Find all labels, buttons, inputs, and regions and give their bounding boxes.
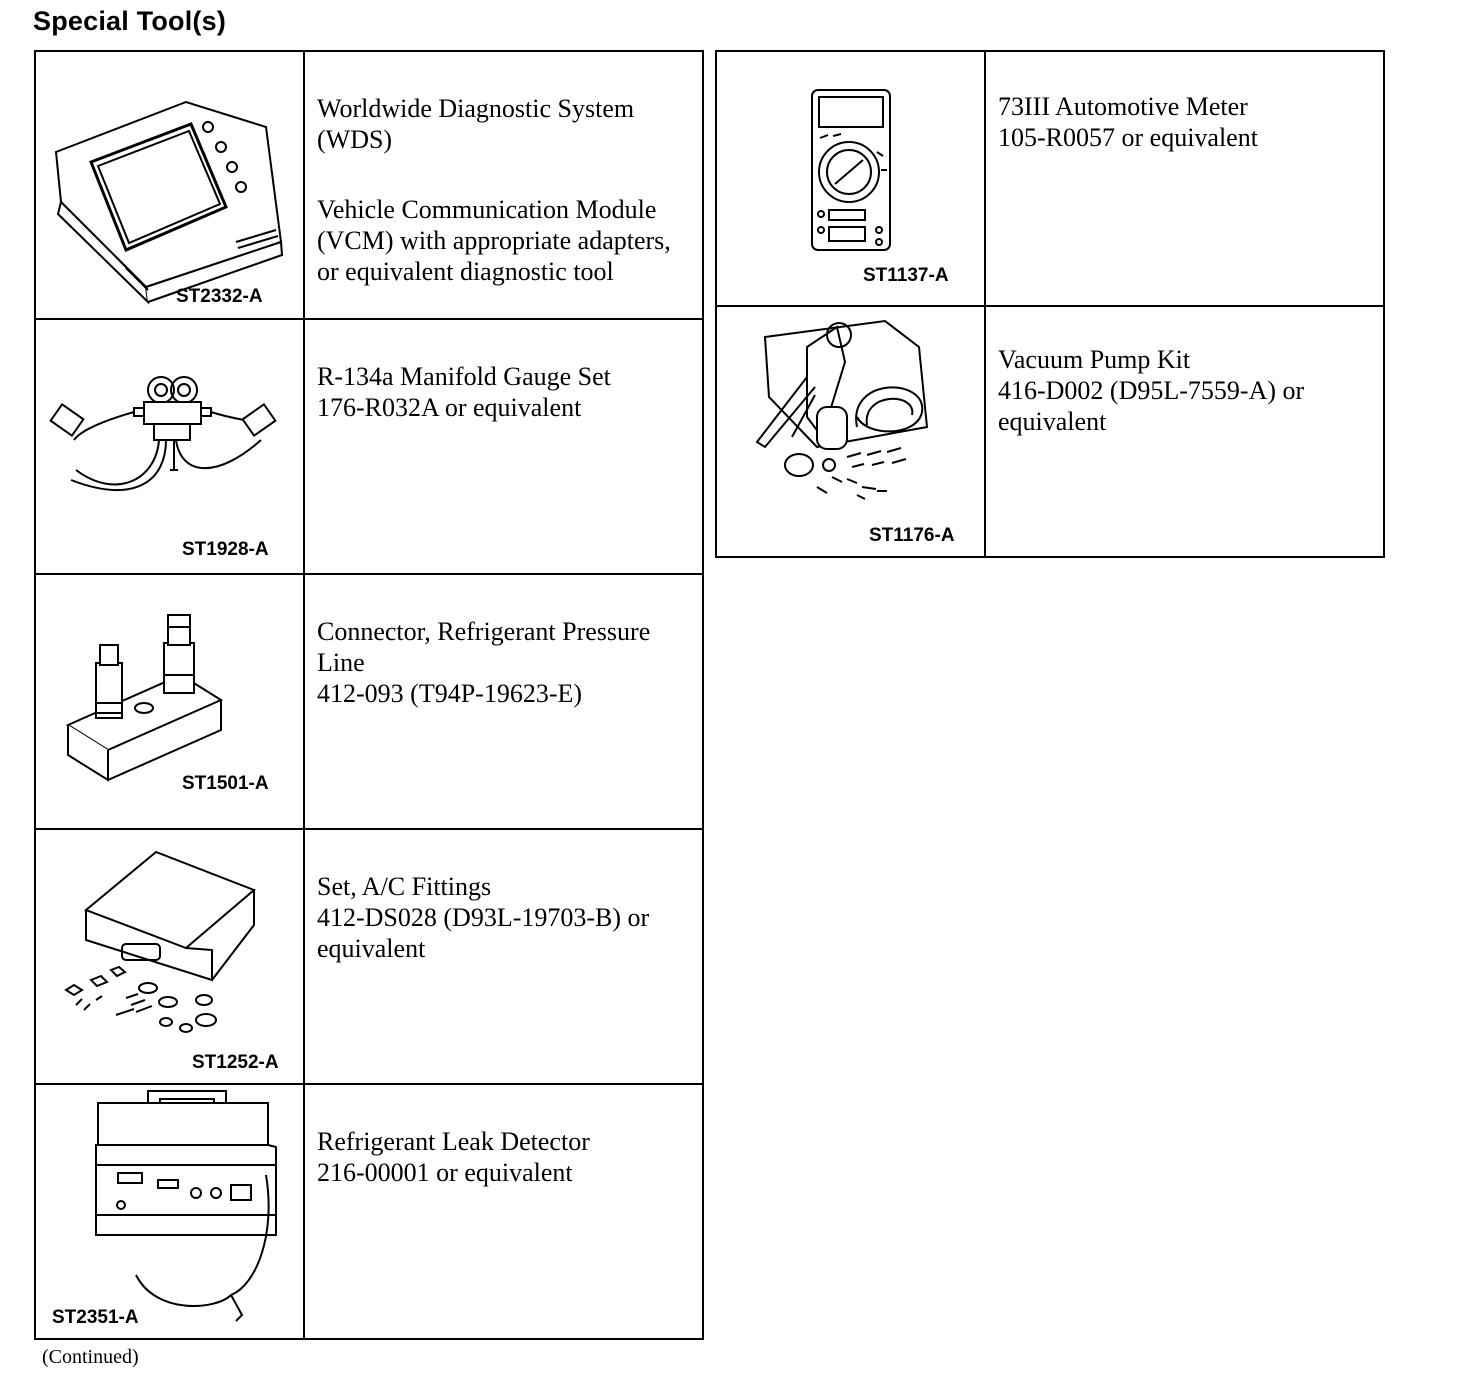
tool-description-cell: Vacuum Pump Kit 416-D002 (D95L-7559-A) o… — [984, 305, 1385, 558]
tool-illustration-cell: ST2351-A — [34, 1083, 305, 1340]
tool-description: Connector, Refrigerant Pressure Line 412… — [317, 617, 651, 708]
tool-illustration-cell: ST1928-A — [34, 318, 305, 575]
tool-illustration-cell: ST1501-A — [34, 573, 305, 830]
tool-description: Vacuum Pump Kit 416-D002 (D95L-7559-A) o… — [998, 345, 1305, 436]
tool-description-cell: R-134a Manifold Gauge Set 176-R032A or e… — [303, 318, 704, 575]
vacuum-pump-icon — [717, 307, 983, 555]
tool-code: ST1137-A — [863, 265, 949, 286]
leak-detector-icon — [36, 1085, 302, 1337]
tool-description: Refrigerant Leak Detector 216-00001 or e… — [317, 1127, 590, 1187]
tool-code: ST1928-A — [182, 539, 269, 560]
pressure-connector-icon — [36, 575, 302, 827]
special-tools-table-right: ST1137-A 73III Automotive Meter 105-R005… — [715, 50, 1385, 558]
tool-code: ST1252-A — [192, 1052, 279, 1073]
tool-code: ST1176-A — [869, 525, 955, 546]
multimeter-icon — [717, 52, 983, 304]
table-row: ST1928-A R-134a Manifold Gauge Set 176-R… — [34, 318, 704, 575]
manifold-gauge-icon — [36, 320, 302, 572]
table-row: ST2351-A Refrigerant Leak Detector 216-0… — [34, 1083, 704, 1340]
tool-illustration-cell: ST1176-A — [715, 305, 986, 558]
tool-illustration-cell: ST1137-A — [715, 50, 986, 307]
tool-description: 73III Automotive Meter 105-R0057 or equi… — [998, 92, 1258, 152]
tool-description: R-134a Manifold Gauge Set 176-R032A or e… — [317, 362, 611, 422]
table-row: ST1137-A 73III Automotive Meter 105-R005… — [715, 50, 1385, 307]
tool-description-cell: Set, A/C Fittings 412-DS028 (D93L-19703-… — [303, 828, 704, 1085]
table-row: ST1176-A Vacuum Pump Kit 416-D002 (D95L-… — [715, 305, 1385, 558]
table-row: ST1252-A Set, A/C Fittings 412-DS028 (D9… — [34, 828, 704, 1085]
tool-description: Set, A/C Fittings 412-DS028 (D93L-19703-… — [317, 872, 650, 963]
page-title: Special Tool(s) — [33, 6, 227, 36]
tool-description-cell: Refrigerant Leak Detector 216-00001 or e… — [303, 1083, 704, 1340]
tool-illustration-cell: ST1252-A — [34, 828, 305, 1085]
tool-description-cell: Connector, Refrigerant Pressure Line 412… — [303, 573, 704, 830]
tool-code: ST1501-A — [182, 773, 269, 794]
diagnostic-tablet-icon — [36, 52, 302, 318]
tool-description: Vehicle Communication Module (VCM) with … — [317, 195, 671, 286]
table-row: ST2332-A Worldwide Diagnostic System (WD… — [34, 50, 704, 320]
tool-code: ST2332-A — [176, 286, 263, 307]
tool-description: Worldwide Diagnostic System (WDS) — [317, 94, 635, 154]
tool-code: ST2351-A — [52, 1307, 139, 1328]
continued-note: (Continued) — [42, 1346, 139, 1368]
tool-description-cell: Worldwide Diagnostic System (WDS) Vehicl… — [303, 50, 704, 320]
tool-illustration-cell: ST2332-A — [34, 50, 305, 320]
fittings-case-icon — [36, 830, 302, 1082]
table-row: ST1501-A Connector, Refrigerant Pressure… — [34, 573, 704, 830]
special-tools-table-left: ST2332-A Worldwide Diagnostic System (WD… — [34, 50, 704, 1340]
tool-description-cell: 73III Automotive Meter 105-R0057 or equi… — [984, 50, 1385, 307]
